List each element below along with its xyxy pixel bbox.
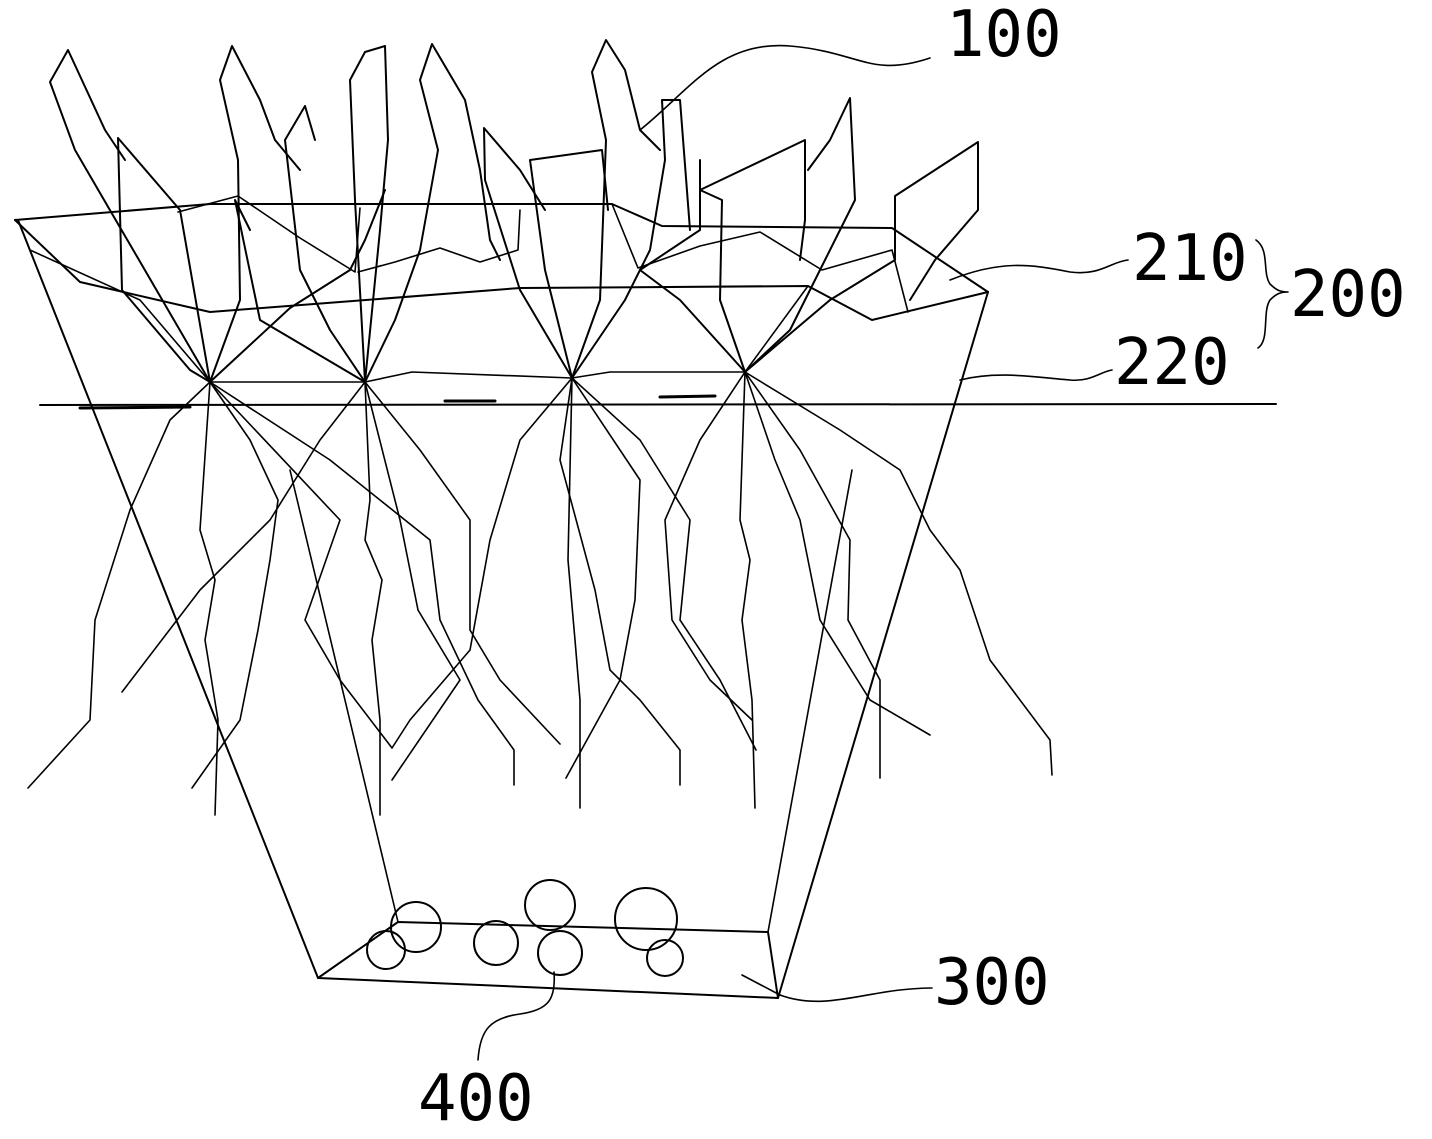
label-220: 220 [1114,326,1230,400]
weight-balls [366,879,684,977]
plant-4-root-d [744,371,1053,776]
container-basket [17,219,989,999]
weight-ball-4 [524,879,576,931]
label-200: 200 [1290,258,1406,332]
plant-4-root-b [664,371,753,721]
plant-3-leaf-a [483,127,573,379]
plant-3-leaf-d [571,99,691,379]
plant-1-leaf-c [209,45,301,383]
weight-ball-7 [646,939,684,977]
brace-200 [1255,239,1289,349]
leader-100 [639,44,931,131]
leader-400 [477,971,556,1061]
plant-4-root-e [744,371,931,736]
plant-3-root-a [567,377,581,809]
plant-3-root-c [571,377,757,751]
weight-ball-2 [366,930,406,970]
plant-1-root-d [209,381,393,749]
label-100: 100 [946,0,1062,72]
upper-layer-fold-a [177,195,361,273]
basket-bottom-face [317,921,779,999]
plant-3-leaf-b [571,39,661,379]
plant-4-leaf-d [639,159,746,373]
leader-300 [779,987,933,1003]
plant-4-leaf-b [744,97,856,373]
plant-4-leaf-a [699,139,806,373]
plant-1-leaf-a [117,137,211,383]
plant-1-leaf-b [49,49,211,383]
plant-2-leaf-b [349,45,389,383]
plant-2-leaf-c [364,43,501,383]
upper-layer-bottom-edge [14,219,989,321]
upper-layer-fold-b [357,209,521,273]
plant-1-root-e [209,381,515,786]
weight-ball-3 [473,920,519,966]
basket-corner-mark [741,974,781,996]
plant-3-root-e [565,377,641,779]
plant-1-root-a [199,381,219,816]
reference-labels: 100 210 200 220 300 400 [418,0,1406,1136]
plant-3-root-d [559,377,681,786]
plants-leaves [49,39,979,383]
weight-ball-1 [390,901,442,953]
upper-layer-top-edge [14,203,989,293]
upper-layer-fold-c [611,203,909,313]
basket-inner-right-edge [767,469,853,933]
plant-4-root-c [744,371,881,779]
plants-roots [27,371,1053,816]
plant-2-root-a [364,381,383,816]
plant-1-root-c [191,381,279,789]
basket-inner-left-edge [289,469,399,923]
floating-bed-lower-layer [29,249,809,383]
leader-210 [949,259,1129,281]
plant-2-root-b [121,381,366,693]
plant-2-root-d [364,381,461,781]
weight-ball-5 [537,930,583,976]
plant-4-root-a [739,371,756,809]
plant-2-leaf-a [284,105,366,383]
plant-1-root-b [27,381,211,789]
plant-4-leaf-c [744,141,979,373]
basket-outer-outline [17,219,989,999]
plant-1-leaf-d [209,189,386,383]
plant-3-leaf-c [529,149,609,379]
plant-3-root-b [391,377,573,749]
floating-bed-upper-layer [14,195,989,321]
plant-2-leaf-d [234,199,366,383]
water-surface-thick-segments [78,394,717,410]
leader-lines [477,44,1289,1061]
leader-220 [959,369,1113,382]
label-300: 300 [934,946,1050,1020]
label-400: 400 [418,1062,534,1136]
plant-2-root-c [364,381,561,745]
weight-ball-6 [614,887,678,951]
lower-layer-edge [29,249,809,383]
label-210: 210 [1132,222,1248,296]
